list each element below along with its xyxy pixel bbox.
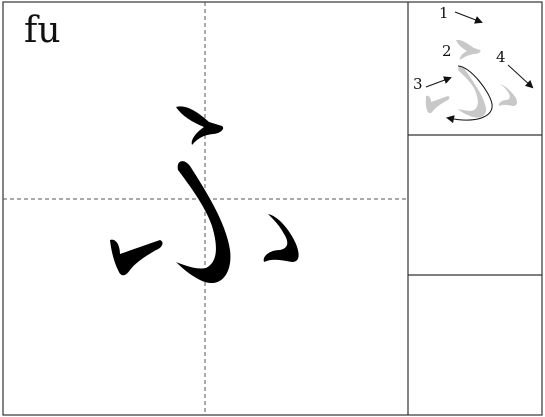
stroke-arrows [425, 11, 534, 124]
arrow-icon-4 [507, 64, 534, 89]
stroke-number-1: 1 [439, 4, 449, 22]
model-character-fu [110, 106, 299, 284]
stroke-order-diagram: 1 2 3 4 [413, 4, 534, 124]
romaji-label: fu [24, 10, 61, 51]
arrow-icon-1 [454, 11, 483, 24]
stroke-4 [263, 214, 299, 262]
stroke-number-3: 3 [413, 75, 423, 93]
stroke-number-2: 2 [442, 42, 452, 60]
stroke-number-4: 4 [496, 48, 506, 66]
arrow-icon-2 [446, 65, 493, 124]
stroke-2 [176, 161, 231, 284]
arrow-icon-3 [425, 76, 452, 88]
stroke-order-glyph [425, 39, 517, 118]
stroke-3 [110, 239, 163, 276]
stroke-1 [176, 106, 224, 145]
